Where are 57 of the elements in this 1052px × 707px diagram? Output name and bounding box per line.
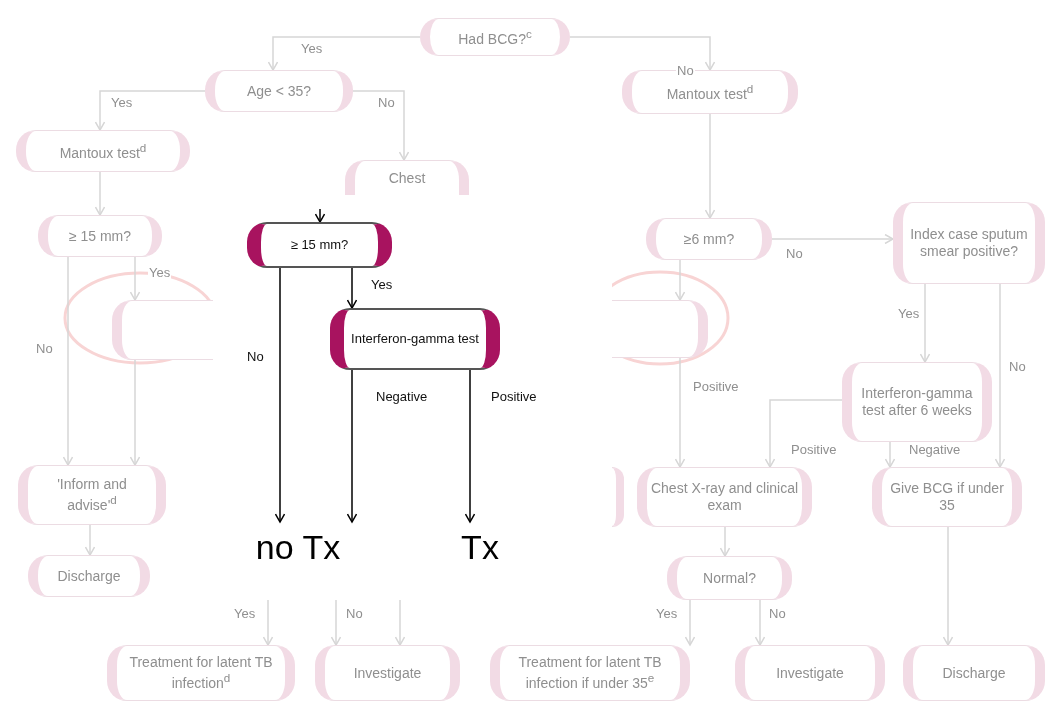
process-box: Normal?: [667, 556, 792, 600]
process-box: 'Inform and advise'$^{d}$: [18, 465, 166, 525]
arrow: [352, 90, 410, 161]
arrow: [94, 90, 206, 131]
arrow: [569, 36, 716, 71]
process-box: Investigate: [315, 645, 460, 701]
process-box: Age < 35?: [205, 70, 353, 112]
process-box: Treatment for latent TB infection if under 35$^{e}$: [490, 645, 690, 701]
process-box: Investigate: [735, 645, 885, 701]
arrow: [94, 171, 106, 216]
process-box: Interferon-gamma test: [330, 308, 500, 370]
arrow: [884, 441, 896, 468]
empty-box: [612, 467, 624, 527]
process-box: ≥ 15 mm?: [38, 215, 162, 257]
outcome-text: Tx: [460, 527, 500, 567]
arrow: [267, 36, 421, 71]
process-box: ≥ 15 mm?: [247, 222, 392, 268]
arrow: [346, 369, 358, 523]
arrow: [764, 399, 843, 468]
process-box: Discharge: [903, 645, 1045, 701]
process-box: ≥6 mm?: [646, 218, 772, 260]
arrow: [394, 599, 406, 646]
arrow: [314, 208, 326, 223]
arrow: [674, 357, 686, 468]
outcome-text: no Tx: [254, 527, 342, 567]
empty-box: [612, 300, 708, 358]
arrow: [942, 526, 954, 646]
process-box: Index case sputum smear positive?: [893, 202, 1045, 284]
arrow: [346, 267, 358, 309]
arrow: [129, 359, 141, 466]
process-box: Give BCG if under 35: [872, 467, 1022, 527]
process-box: Treatment for latent TB infection$^{d}$: [107, 645, 295, 701]
arrow: [274, 267, 286, 523]
arrow: [62, 256, 74, 466]
process-box: Chest: [345, 160, 469, 195]
arrow: [684, 599, 696, 646]
process-box: Had BCG?$^{c}$: [420, 18, 570, 56]
edge-label: Yes: [148, 266, 172, 281]
arrow: [704, 113, 716, 219]
arrow: [919, 283, 931, 363]
process-box: Chest X-ray and clinical exam: [637, 467, 812, 527]
arrow: [754, 599, 766, 646]
arrow: [719, 526, 731, 557]
arrow: [129, 256, 141, 301]
empty-box: [112, 300, 213, 360]
arrow: [674, 259, 686, 301]
edge-label: Negative: [375, 390, 429, 405]
arrow: [330, 599, 342, 646]
process-box: Discharge: [28, 555, 150, 597]
arrow: [464, 369, 476, 523]
process-box: Mantoux test$^{d}$: [16, 130, 190, 172]
edge-label: Negative: [908, 443, 962, 458]
arrow: [262, 599, 274, 646]
arrow: [771, 233, 894, 245]
arrow: [994, 283, 1006, 468]
process-box: Interferon-gamma test after 6 weeks: [842, 362, 992, 442]
arrow: [84, 524, 96, 556]
